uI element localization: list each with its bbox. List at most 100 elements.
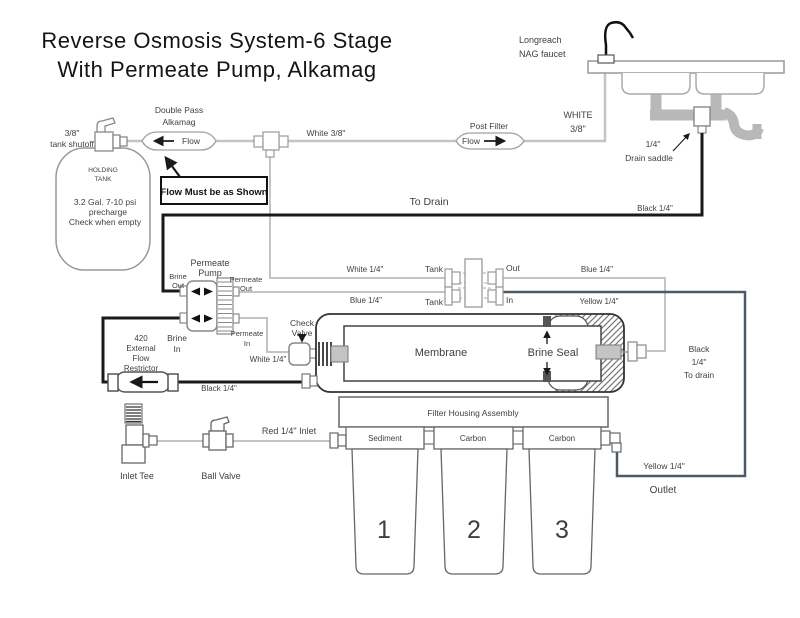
manifold-out-label: Out	[506, 263, 520, 273]
faucet: Longreach NAG faucet WHITE 3/8"	[519, 20, 635, 134]
drain-saddle-label-1: 1/4"	[646, 139, 661, 149]
white-38-right-label-2: 3/8"	[570, 124, 586, 134]
red-inlet-label: Red 1/4" Inlet	[262, 426, 317, 436]
black-to-drain-2: 1/4"	[692, 357, 707, 367]
brine-out-label-1: Brine	[169, 272, 187, 281]
membrane-brine-port	[301, 373, 311, 389]
brine-seal-label: Brine Seal	[528, 347, 579, 359]
assembly-inlet-fitting	[329, 432, 339, 449]
tank-label-2: TANK	[95, 176, 113, 183]
black-to-drain-3: To drain	[684, 370, 715, 380]
pump-label-1: Permeate	[190, 258, 229, 268]
brine-seal-bottom	[543, 371, 551, 382]
assembly-header-label: Filter Housing Assembly	[427, 408, 519, 418]
tank-manifold: Tank Tank Out In White 1/4" Blue 1/4" Bl…	[347, 258, 619, 308]
tank-shutoff-label-1: 3/8"	[65, 128, 80, 138]
membrane-left-ribs	[318, 342, 332, 366]
brine-in-label-2: In	[173, 344, 180, 354]
ball-valve: Ball Valve Red 1/4" Inlet	[201, 416, 317, 481]
double-pass-label-1: Double Pass	[155, 105, 203, 115]
brine-in-label-1: Brine	[167, 333, 187, 343]
outlet-label: Outlet	[650, 485, 677, 496]
pump-label-2: Pump	[198, 268, 222, 278]
to-drain-label: To Drain	[409, 196, 448, 208]
black-to-drain-note: Black 1/4" To drain	[684, 344, 715, 380]
filter-housing-assembly: Filter Housing Assembly Sediment Carbon …	[329, 396, 685, 575]
brine-to-drain-line	[161, 133, 704, 293]
black-to-drain-1: Black	[689, 344, 711, 354]
flow-restrictor: 420 External Flow Restrictor Black 1/4"	[107, 334, 237, 393]
membrane-label: Membrane	[415, 347, 468, 359]
drain-saddle	[693, 106, 711, 127]
diagram-title: Reverse Osmosis System-6 Stage With Perm…	[41, 28, 392, 82]
permeate-out-label-2: Out	[240, 284, 253, 293]
post-filter: Flow Post Filter	[455, 121, 525, 150]
manifold-tank-top-label: Tank	[425, 264, 444, 274]
black-14-brine-label: Black 1/4"	[201, 384, 237, 393]
white-38-right-label-1: WHITE	[564, 110, 593, 120]
sink-basin-left	[621, 73, 691, 95]
manifold-ports	[444, 268, 504, 306]
blue-14-left-label: Blue 1/4"	[350, 296, 382, 305]
assembly-outlet-fitting	[600, 430, 611, 446]
drain-saddle-pointer-arrow	[672, 133, 690, 152]
filter-number-1: 1	[377, 516, 391, 544]
holding-tank: HOLDING TANK 3.2 Gal. 7-10 psi precharge…	[55, 147, 151, 271]
inlet-tee-label: Inlet Tee	[120, 471, 154, 481]
sink: 1/4" Drain saddle	[587, 60, 785, 163]
white-14-cv-label: White 1/4"	[250, 355, 287, 364]
sink-basin-right	[695, 73, 765, 95]
ball-valve-label: Ball Valve	[201, 471, 240, 481]
alkamag-cartridge: Flow Double Pass Alkamag	[141, 105, 217, 151]
restrictor-label-2: External	[126, 344, 156, 353]
tank-shutoff-valve	[94, 117, 128, 152]
restrictor-label-1: 420	[134, 334, 148, 343]
sink-drain-pipes	[650, 94, 764, 141]
filter-cap-3-label: Carbon	[549, 434, 575, 443]
tank-spec-3: Check when empty	[69, 217, 142, 227]
pump-flow-arrows	[191, 287, 213, 323]
tubing-white	[127, 63, 666, 442]
inlet-tee-threads	[126, 406, 141, 423]
flow-note-arrow	[164, 155, 181, 178]
restrictor-label-3: Flow	[133, 354, 150, 363]
brine-seal-top	[543, 316, 551, 327]
check-valve-label-2: Valve	[292, 328, 313, 338]
permeate-in-label-1: Permeate	[231, 329, 264, 338]
permeate-in-label-2: In	[244, 339, 250, 348]
white-14-label: White 1/4"	[347, 265, 384, 274]
black-14-drain-label: Black 1/4"	[637, 204, 673, 213]
faucet-label-2: NAG faucet	[519, 49, 566, 59]
title-line-2: With Permeate Pump, Alkamag	[57, 57, 376, 82]
yellow-14-right-label: Yellow 1/4"	[579, 297, 618, 306]
filter-sump-2	[440, 448, 508, 575]
post-filter-flow-label: Flow	[462, 136, 481, 146]
membrane-permeate-fitting	[627, 341, 638, 362]
flow-note-box: Flow Must be as Shown	[160, 155, 268, 205]
title-line-1: Reverse Osmosis System-6 Stage	[41, 28, 392, 53]
tank-spec-1: 3.2 Gal. 7-10 psi	[74, 197, 136, 207]
drain-saddle-label-2: Drain saddle	[625, 153, 673, 163]
alkamag-flow-label: Flow	[182, 136, 201, 146]
membrane-housing: Membrane Brine Seal	[301, 313, 647, 393]
filter-number-2: 2	[467, 516, 481, 544]
membrane-element	[343, 325, 602, 382]
tank-label-1: HOLDING	[88, 167, 118, 174]
manifold-in-label: In	[506, 295, 513, 305]
blue-14-right-label: Blue 1/4"	[581, 265, 613, 274]
faucet-label-1: Longreach	[519, 35, 562, 45]
brine-out-label-2: Out	[172, 281, 185, 290]
tee-fitting	[253, 131, 289, 158]
restrictor-label-4: Restrictor	[124, 364, 159, 373]
permeate-pump: Permeate Pump Brine Out Permeate Out Bri…	[167, 258, 263, 354]
tank-spec-2: precharge	[89, 207, 128, 217]
filter-cap-1-label: Sediment	[368, 434, 403, 443]
inlet-tee: Inlet Tee	[120, 403, 158, 481]
filter-sump-3	[528, 448, 596, 575]
permeate-out-label-1: Permeate	[230, 275, 263, 284]
pump-ribs	[218, 281, 232, 332]
filter-cap-2-label: Carbon	[460, 434, 486, 443]
flow-note-label: Flow Must be as Shown	[160, 187, 267, 198]
filter-number-3: 3	[555, 516, 569, 544]
